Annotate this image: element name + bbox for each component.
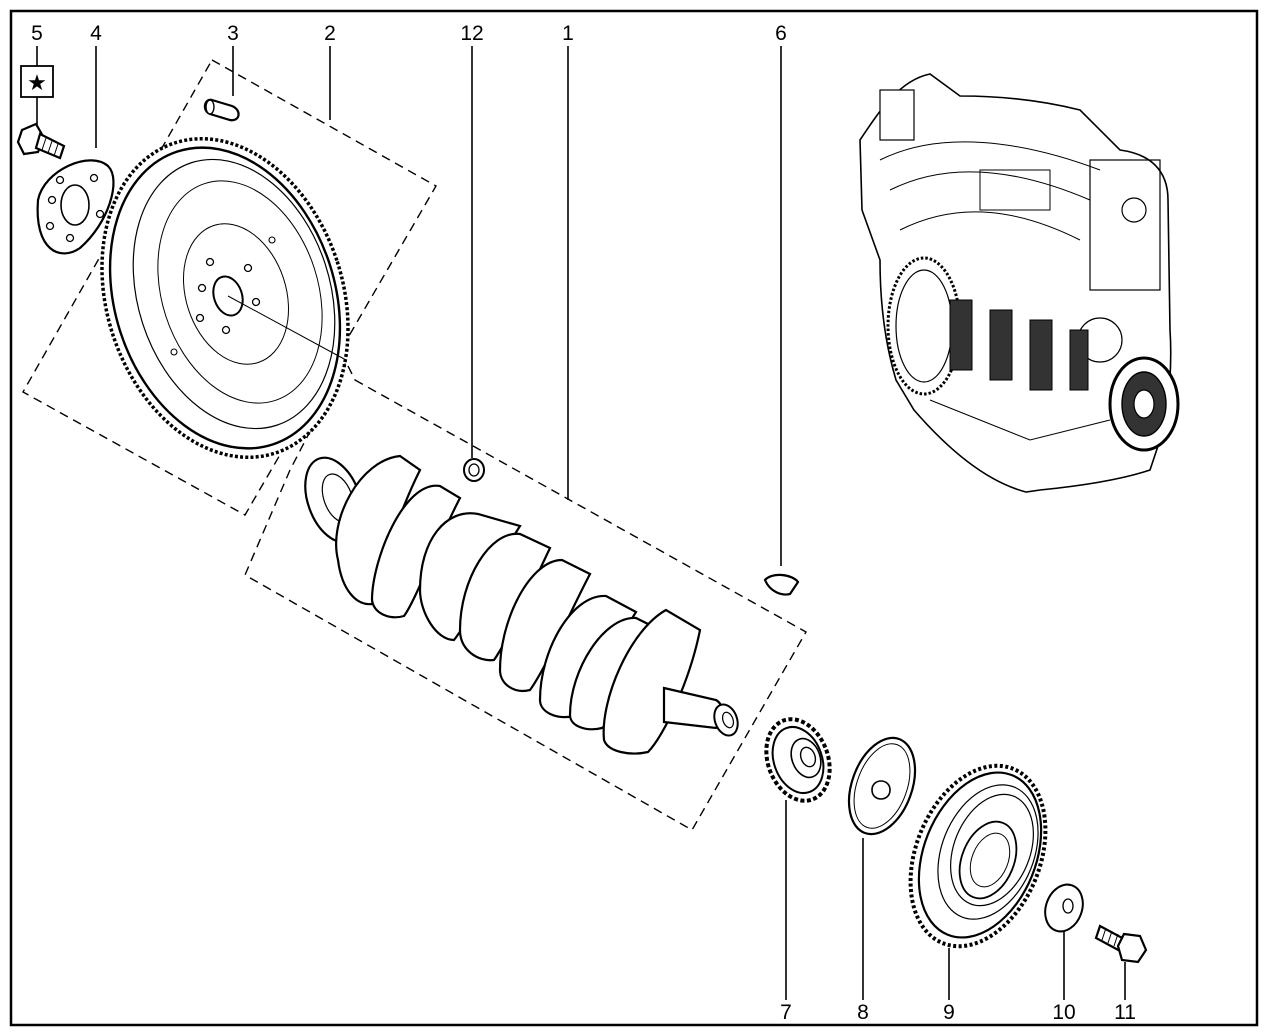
flywheel-washer-plate (36, 159, 115, 255)
flywheel-bolt (16, 122, 66, 160)
engine-assembly-illustration (859, 73, 1180, 493)
callout-2: 2 (324, 22, 336, 45)
flywheel-group-outline (22, 59, 437, 516)
callout-5: 5 (31, 22, 43, 45)
callout-12: 12 (460, 22, 483, 45)
callout-1: 1 (562, 22, 574, 45)
callout-11: 11 (1114, 1001, 1136, 1024)
callout-9: 9 (943, 1001, 955, 1024)
pulley-washer (1044, 883, 1084, 933)
star-symbol-box: ★ (20, 65, 54, 98)
crankshaft (304, 454, 739, 755)
pilot-bushing (463, 458, 485, 482)
callout-4: 4 (90, 22, 102, 45)
diagram-border (9, 9, 1259, 1027)
callout-3: 3 (227, 22, 239, 45)
leader-lines (36, 46, 1126, 1000)
timing-belt-sprocket (764, 717, 832, 803)
dowel-pin (203, 98, 240, 122)
thrust-washer (847, 736, 917, 836)
callout-6: 6 (775, 22, 787, 45)
callout-10: 10 (1052, 1001, 1075, 1024)
crankshaft-key (763, 573, 800, 596)
star-icon: ★ (27, 71, 47, 96)
crankshaft-pulley (908, 763, 1048, 949)
flywheel (100, 136, 350, 460)
callout-7: 7 (780, 1001, 792, 1024)
callout-8: 8 (857, 1001, 869, 1024)
pulley-bolt (1094, 924, 1148, 964)
crankshaft-group-outline (244, 360, 807, 831)
